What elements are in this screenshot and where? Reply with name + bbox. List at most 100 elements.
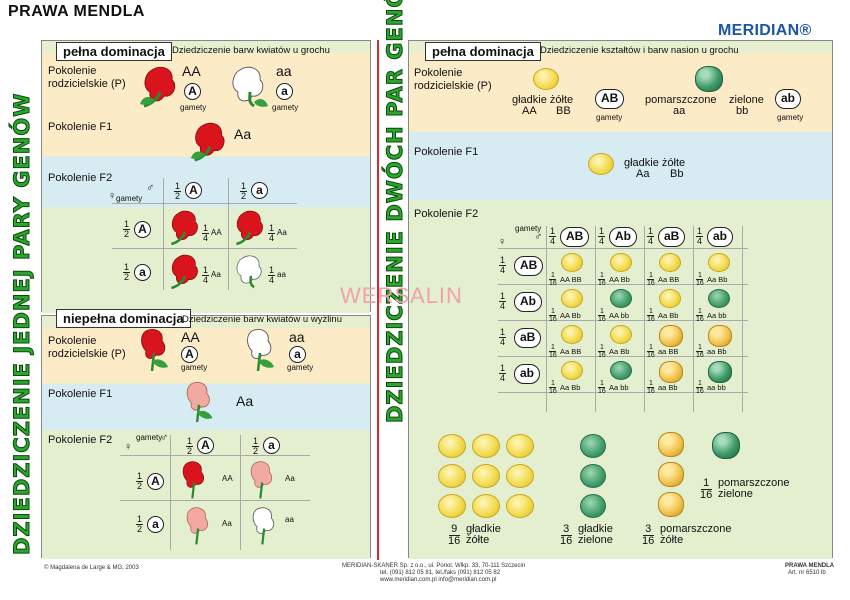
- grid-hline: [498, 320, 748, 321]
- panel1-f2-gametes-label: gamety: [116, 194, 143, 203]
- panel3-f1-g2: Bb: [670, 168, 684, 180]
- smooth-yellow-seed-icon: [438, 464, 466, 488]
- panel2-subtitle: Dziedziczenie barw kwiatów u wyżlinu: [182, 314, 342, 325]
- panel1-p-right-gamete: a: [276, 83, 293, 100]
- panel2-col1-gamete: A: [197, 437, 214, 454]
- panel3-f1-g1: Aa: [636, 168, 650, 180]
- cell-genotype: AA BB: [560, 275, 582, 284]
- panel1-cell-2: Aa: [277, 228, 287, 237]
- panel1-f1-genotype: Aa: [234, 126, 252, 142]
- footer-publisher: MERIDIAN-SKANER Sp. z o.o., ul. Ponol. W…: [342, 563, 526, 569]
- panel1-subtitle: Dziedziczenie barw kwiatów u grochu: [172, 45, 330, 56]
- panel2-p-right-gamete: a: [289, 346, 306, 363]
- panel3-gametes-label: gamety: [596, 113, 623, 122]
- panel1-f2-label: Pokolenie F2: [48, 172, 113, 184]
- cell-genotype: aa Bb: [707, 347, 727, 356]
- smooth-yellow-seed-icon: [506, 464, 534, 488]
- panel1-col1-gamete: A: [185, 182, 202, 199]
- smooth-yellow-seed-icon: [438, 494, 466, 518]
- cell-genotype: Aa BB: [560, 347, 582, 356]
- row-gamete-Ab: Ab: [514, 292, 542, 312]
- panel1-f1-label: Pokolenie F1: [48, 121, 113, 133]
- smooth-yellow-seed-icon: [588, 153, 614, 175]
- meridian-logo: MERIDIAN®: [718, 22, 812, 39]
- panel1-p-left-genotype: AA: [182, 63, 201, 79]
- smooth-yellow-seed-icon: [659, 289, 681, 308]
- pink-snapdragon-icon: [186, 381, 213, 422]
- panel2-row1-gamete: A: [147, 473, 164, 490]
- page-title: PRAWA MENDLA: [8, 3, 145, 20]
- row-gamete-ab: ab: [514, 364, 541, 384]
- row-gamete-aB: aB: [514, 328, 542, 348]
- panel2-gametes-label: gamety: [181, 363, 208, 372]
- cell-genotype: Aa Bb: [707, 275, 728, 284]
- smooth-green-seed-icon: [610, 289, 632, 308]
- panel1-cell-4: aa: [277, 270, 286, 279]
- cell-genotype: Aa Bb: [560, 383, 581, 392]
- divider-line: [377, 40, 379, 560]
- panel3-f1-label: Pokolenie F1: [414, 146, 479, 158]
- panel2-p-right-genotype: aa: [289, 329, 305, 345]
- panel3-p-right-g1: aa: [673, 105, 686, 117]
- grid-hline: [498, 392, 748, 393]
- footer-product: PRAWA MENDLA: [785, 563, 835, 569]
- panel2-f2-label: Pokolenie F2: [48, 434, 113, 446]
- cell-genotype: Aa BB: [658, 275, 680, 284]
- wrinkled-yellow-seed-icon: [708, 325, 732, 347]
- cell-genotype: aa BB: [658, 347, 679, 356]
- grid-vline: [644, 226, 645, 412]
- white-snapdragon-icon: [252, 507, 275, 545]
- grid-hline: [498, 248, 748, 249]
- red-snapdragon-icon: [141, 329, 168, 371]
- watermark: WERSALIN: [340, 283, 463, 308]
- col-gamete-aB: aB: [658, 227, 686, 247]
- panel1-tag: pełna dominacja: [56, 42, 172, 61]
- smooth-yellow-seed-icon: [472, 434, 500, 458]
- panel3-f2-label: Pokolenie F2: [414, 208, 479, 220]
- red-flower-icon: [140, 66, 176, 108]
- wrinkled-yellow-seed-icon: [658, 462, 684, 487]
- panel1-cell-3: Aa: [211, 270, 221, 279]
- panel3-p-right-desc-1: pomarszczone: [645, 94, 717, 106]
- white-snapdragon-icon: [247, 329, 274, 371]
- wrinkled-green-seed-icon: [695, 66, 723, 92]
- col-gamete-AB: AB: [560, 227, 590, 247]
- panel-full-dominance-one-gene: [41, 40, 371, 313]
- panel3-p-left-desc: gładkie żółte: [512, 94, 574, 106]
- pink-snapdragon-icon: [186, 507, 209, 545]
- cell-genotype: Aa bb: [707, 311, 727, 320]
- wrinkled-yellow-seed-icon: [659, 361, 683, 383]
- panel3-p-right-g2: bb: [736, 105, 749, 117]
- panel2-tag: niepełna dominacja: [56, 309, 191, 328]
- smooth-yellow-seed-icon: [506, 434, 534, 458]
- panel3-p-label: Pokolenie rodzicielskie (P): [414, 67, 492, 92]
- panel-incomplete-dominance: [41, 315, 371, 559]
- panel2-p-label: Pokolenie rodzicielskie (P): [48, 335, 126, 360]
- panel3-gametes-label-2: gamety: [777, 113, 804, 122]
- wrinkled-green-seed-icon: [708, 361, 732, 383]
- smooth-green-seed-icon: [580, 464, 606, 488]
- left-vertical-title: DZIEDZICZENIE JEDNEJ PARY GENÓW: [10, 92, 35, 555]
- smooth-yellow-seed-icon: [610, 325, 632, 344]
- panel1-col2-gamete: a: [251, 182, 268, 199]
- panel3-f2-gametes-label: gamety: [515, 224, 542, 233]
- panel3-subtitle: Dziedziczenie kształtów i barw nasion u …: [540, 45, 739, 56]
- summary-word-1: gładkie: [578, 523, 613, 535]
- smooth-yellow-seed-icon: [561, 253, 583, 272]
